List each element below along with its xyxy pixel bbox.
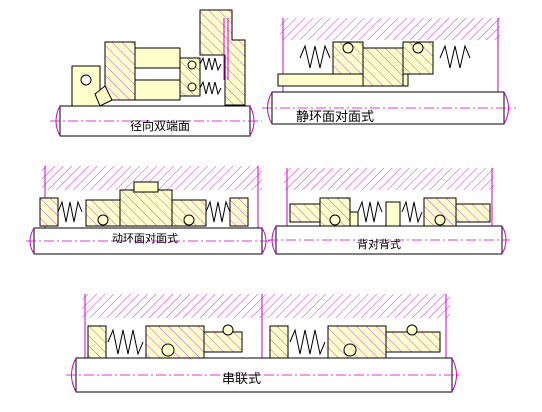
rotating-ring [85, 199, 121, 227]
panel-tandem: 串联式 [66, 294, 462, 393]
spring [205, 200, 231, 223]
caption-back-to-back: 背对背式 [357, 237, 401, 251]
spring [57, 200, 83, 223]
caption-static-ring-opposed: 静环面对面式 [296, 110, 374, 125]
collar [71, 65, 101, 107]
rotating-ring [104, 41, 136, 101]
caption-tandem: 串联式 [222, 372, 261, 387]
panel-static-ring-opposed: 静环面对面式 [262, 18, 516, 125]
panel-back-to-back: 背对背式 [268, 168, 510, 255]
spring [299, 44, 331, 69]
panel-radial-double-end: 径向双端面 [50, 9, 262, 137]
caption-radial-double-end: 径向双端面 [130, 118, 190, 133]
spring [199, 80, 222, 96]
spring [289, 328, 326, 356]
spring [401, 200, 423, 224]
rotating-ring [327, 325, 387, 359]
spring [357, 200, 383, 223]
spring [107, 328, 144, 356]
stationary-seat [119, 189, 173, 227]
spring [199, 56, 222, 72]
caption-moving-ring-opposed: 动环面对面式 [112, 231, 178, 245]
rotating-ring [145, 325, 205, 359]
panel-moving-ring-opposed: 动环面对面式 [26, 166, 270, 255]
spring [439, 44, 471, 69]
housing [199, 9, 246, 106]
stationary-ring [203, 331, 243, 353]
